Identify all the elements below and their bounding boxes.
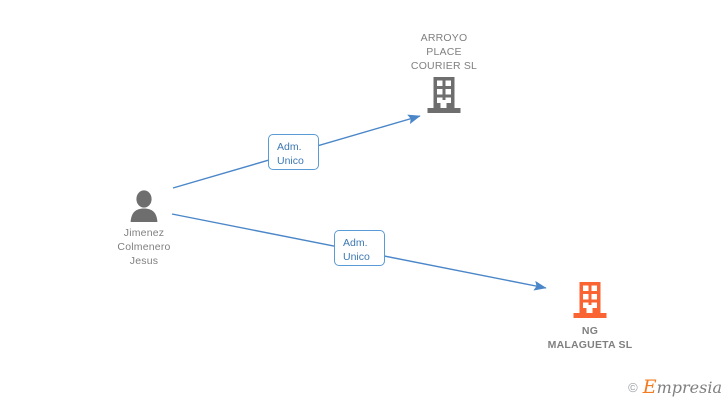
node-icon-wrap-person <box>84 190 204 222</box>
node-jimenez-colmenero-jesus[interactable]: Jimenez Colmenero Jesus <box>84 190 204 268</box>
node-label-jimenez-colmenero-jesus: Jimenez Colmenero Jesus <box>117 227 171 267</box>
node-icon-wrap-arroyo <box>378 77 510 113</box>
node-icon-wrap-malagueta <box>515 282 665 318</box>
node-label-ng-malagueta-sl: NG MALAGUETA SL <box>547 325 633 351</box>
empresia-watermark: © Empresia <box>628 378 722 397</box>
empresia-logo: Empresia <box>643 378 722 397</box>
person-silhouette-icon <box>130 190 158 222</box>
copyright-icon: © <box>628 380 638 395</box>
edge-label-adm-unico-arroyo[interactable]: Adm. Unico <box>268 134 319 170</box>
edge-label-adm-unico-malagueta[interactable]: Adm. Unico <box>334 230 385 266</box>
empresia-logo-initial: E <box>642 376 657 398</box>
empresia-logo-rest: mpresia <box>656 378 722 397</box>
building-icon <box>427 77 461 113</box>
building-icon <box>573 282 607 318</box>
node-label-arroyo-place-courier-sl: ARROYO PLACE COURIER SL <box>410 32 478 72</box>
node-arroyo-place-courier-sl[interactable]: ARROYO PLACE COURIER SL <box>378 31 510 113</box>
node-ng-malagueta-sl[interactable]: NG MALAGUETA SL <box>515 282 665 356</box>
